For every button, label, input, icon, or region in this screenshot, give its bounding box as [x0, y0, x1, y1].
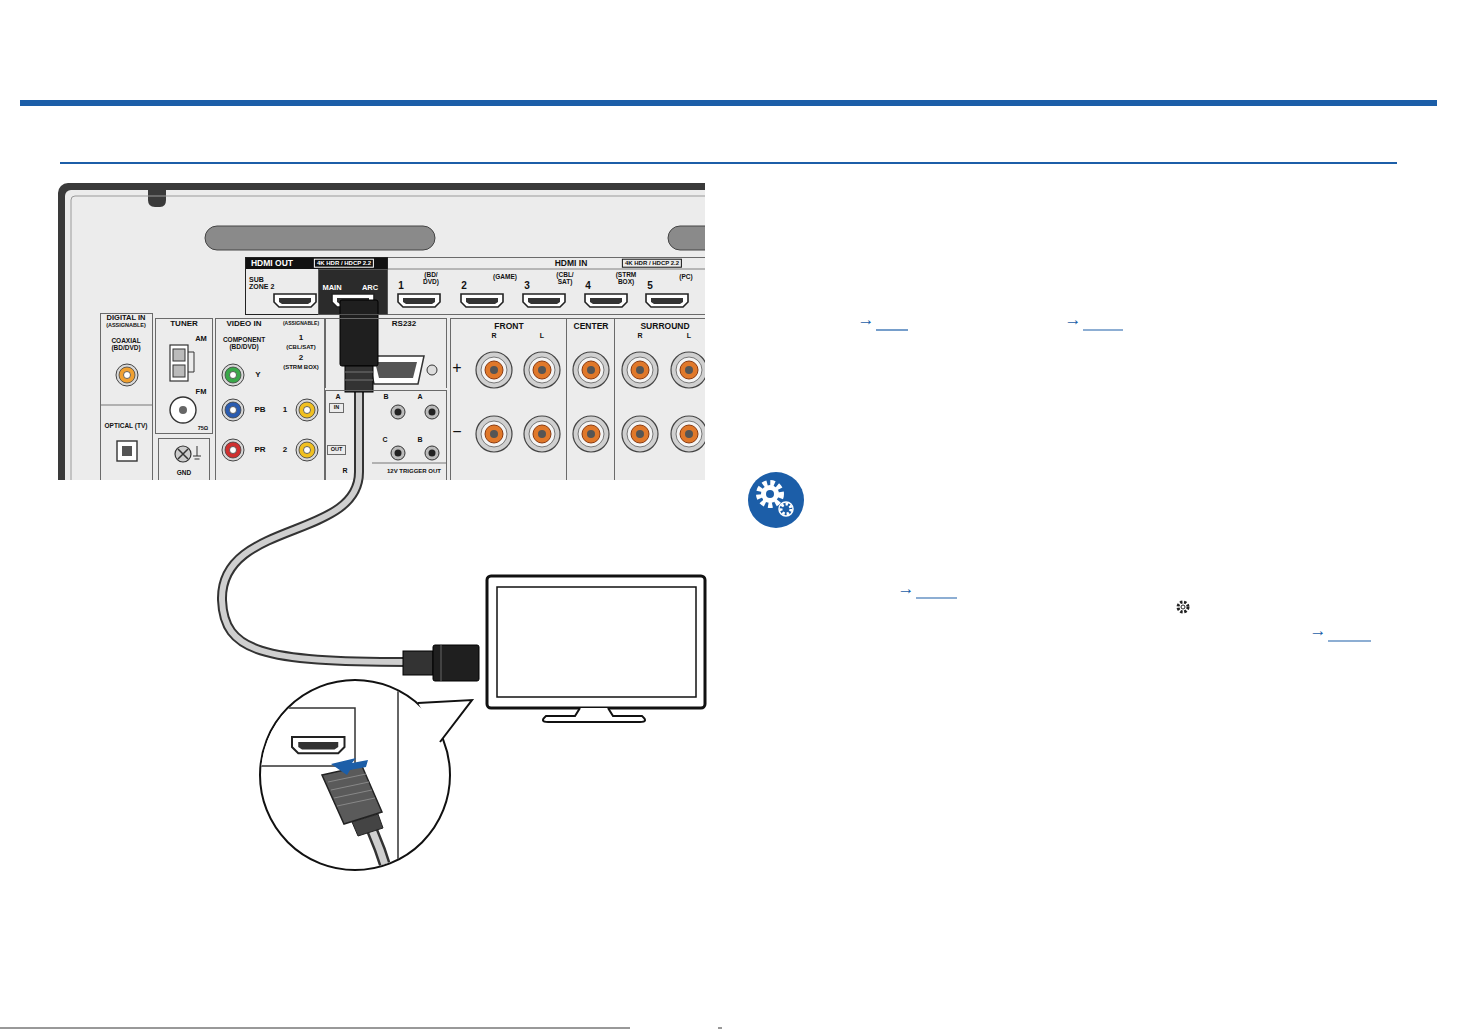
panel-label: HDMI IN: [555, 259, 588, 268]
panel-label: R: [491, 332, 496, 339]
panel-label: (GAME): [493, 274, 517, 281]
panel-label: (PC): [679, 274, 692, 281]
panel-label: RS232: [392, 320, 416, 328]
panel-label: 2: [283, 446, 287, 454]
panel-label: R: [342, 467, 347, 474]
panel-label: (CBL/ SAT): [553, 272, 577, 286]
panel-section: FRONTR L: [450, 318, 567, 480]
panel-section: MAIN ARC: [318, 269, 388, 315]
panel-section: DIGITAL IN(ASSIGNABLE) COAXIAL (BD/DVD) OP…: [100, 313, 153, 480]
panel-section: IN: [329, 403, 344, 413]
panel-section: TUNER AM FM 75Ω: [155, 318, 213, 434]
panel-label: 4: [585, 281, 591, 292]
panel-label: 1: [398, 281, 404, 292]
panel-label: (ASSIGNABLE): [283, 321, 319, 326]
header-rule: [20, 100, 1437, 106]
panel-label: COMPONENT (BD/DVD): [218, 337, 270, 351]
polarity-sign: −: [452, 424, 461, 441]
panel-label: 2: [461, 281, 467, 292]
panel-label: B: [383, 393, 388, 400]
panel-label: (STRM BOX): [612, 272, 640, 286]
panel-label: (CBL/SAT): [286, 344, 316, 350]
panel-label: 2: [299, 354, 303, 362]
panel-section: GND: [158, 438, 210, 480]
panel-label: OUT: [331, 447, 343, 453]
panel-label: 4K HDR / HDCP 2.2: [314, 259, 374, 268]
panel-label: PR: [254, 446, 265, 454]
panel-section: HDMI IN 4K HDR / HDCP 2.2 1 (BD/ DVD) 2 (GAME…: [388, 257, 705, 315]
panel-section: MAIN ARC HDMI OUT 4K HDR / HDCP 2.2SUB ZONE…: [245, 257, 388, 315]
panel-label: FRONT: [494, 322, 523, 331]
panel-label: A: [417, 393, 422, 400]
page-link-arrow: →: [858, 311, 875, 329]
panel-label: (BD/ DVD): [419, 272, 443, 286]
panel-label: SUB ZONE 2: [249, 276, 283, 291]
panel-label: 1: [283, 406, 287, 414]
panel-label: TUNER: [170, 320, 198, 328]
footer-mark: [718, 1028, 722, 1029]
panel-label: FM: [196, 388, 207, 396]
panel-label: 5: [647, 281, 653, 292]
panel-section: CENTER: [567, 318, 615, 480]
panel-label: HDMI OUT: [251, 259, 293, 268]
panel-label: ARC: [362, 284, 378, 292]
panel-label: 1: [299, 334, 303, 342]
panel-label: IN: [334, 405, 340, 411]
rear-panel: [58, 183, 705, 480]
panel-label: Y: [255, 371, 260, 379]
panel-label: DIGITAL IN: [107, 314, 146, 322]
panel-label: 12V TRIGGER OUT: [387, 468, 441, 474]
settings-glyph: [1178, 602, 1188, 612]
link-underline: [876, 330, 1371, 641]
panel-label: B: [417, 436, 422, 443]
footer-rule: [0, 1028, 630, 1029]
page-link-arrow: →: [898, 580, 915, 598]
hdmi-cable: [222, 300, 479, 681]
television: [487, 576, 705, 722]
panel-label: (STRM BOX): [283, 364, 319, 370]
panel-section: OUT: [327, 445, 346, 455]
panel-section: SURROUNDR L: [615, 318, 705, 480]
page-link-arrow: →: [1310, 622, 1327, 640]
panel-section: RS232: [325, 318, 447, 388]
panel-section: IN OUT A B A C B R 12V TRIGGER OUT: [325, 390, 447, 480]
panel-label: 4K HDR / HDCP 2.2: [622, 259, 682, 268]
panel-label: VIDEO IN: [226, 320, 261, 328]
settings-icon: [748, 472, 804, 528]
panel-label: AM: [195, 335, 207, 343]
panel-label: OPTICAL (TV): [104, 423, 148, 430]
panel-label: SURROUND: [640, 322, 689, 331]
page-link-arrow: →: [1065, 311, 1082, 329]
polarity-sign: +: [452, 360, 461, 377]
panel-label: C: [382, 436, 387, 443]
section-rule: [60, 162, 1397, 164]
panel-label: 3: [524, 281, 530, 292]
panel-label: A: [335, 393, 340, 400]
panel-label: CENTER: [574, 322, 609, 331]
panel-label: MAIN: [322, 284, 341, 292]
panel-label: (ASSIGNABLE): [106, 323, 146, 329]
detail-callout: [258, 670, 472, 890]
panel-label: GND: [177, 470, 191, 477]
panel-label: 75Ω: [198, 426, 209, 432]
panel-label: PB: [254, 406, 265, 414]
panel-label: L: [540, 332, 544, 339]
panel-label: L: [687, 332, 691, 339]
panel-section: VIDEO IN (ASSIGNABLE) COMPONENT (BD/DVD) Y P…: [215, 318, 325, 480]
panel-label: R: [637, 332, 642, 339]
panel-label: COAXIAL (BD/DVD): [104, 338, 148, 352]
